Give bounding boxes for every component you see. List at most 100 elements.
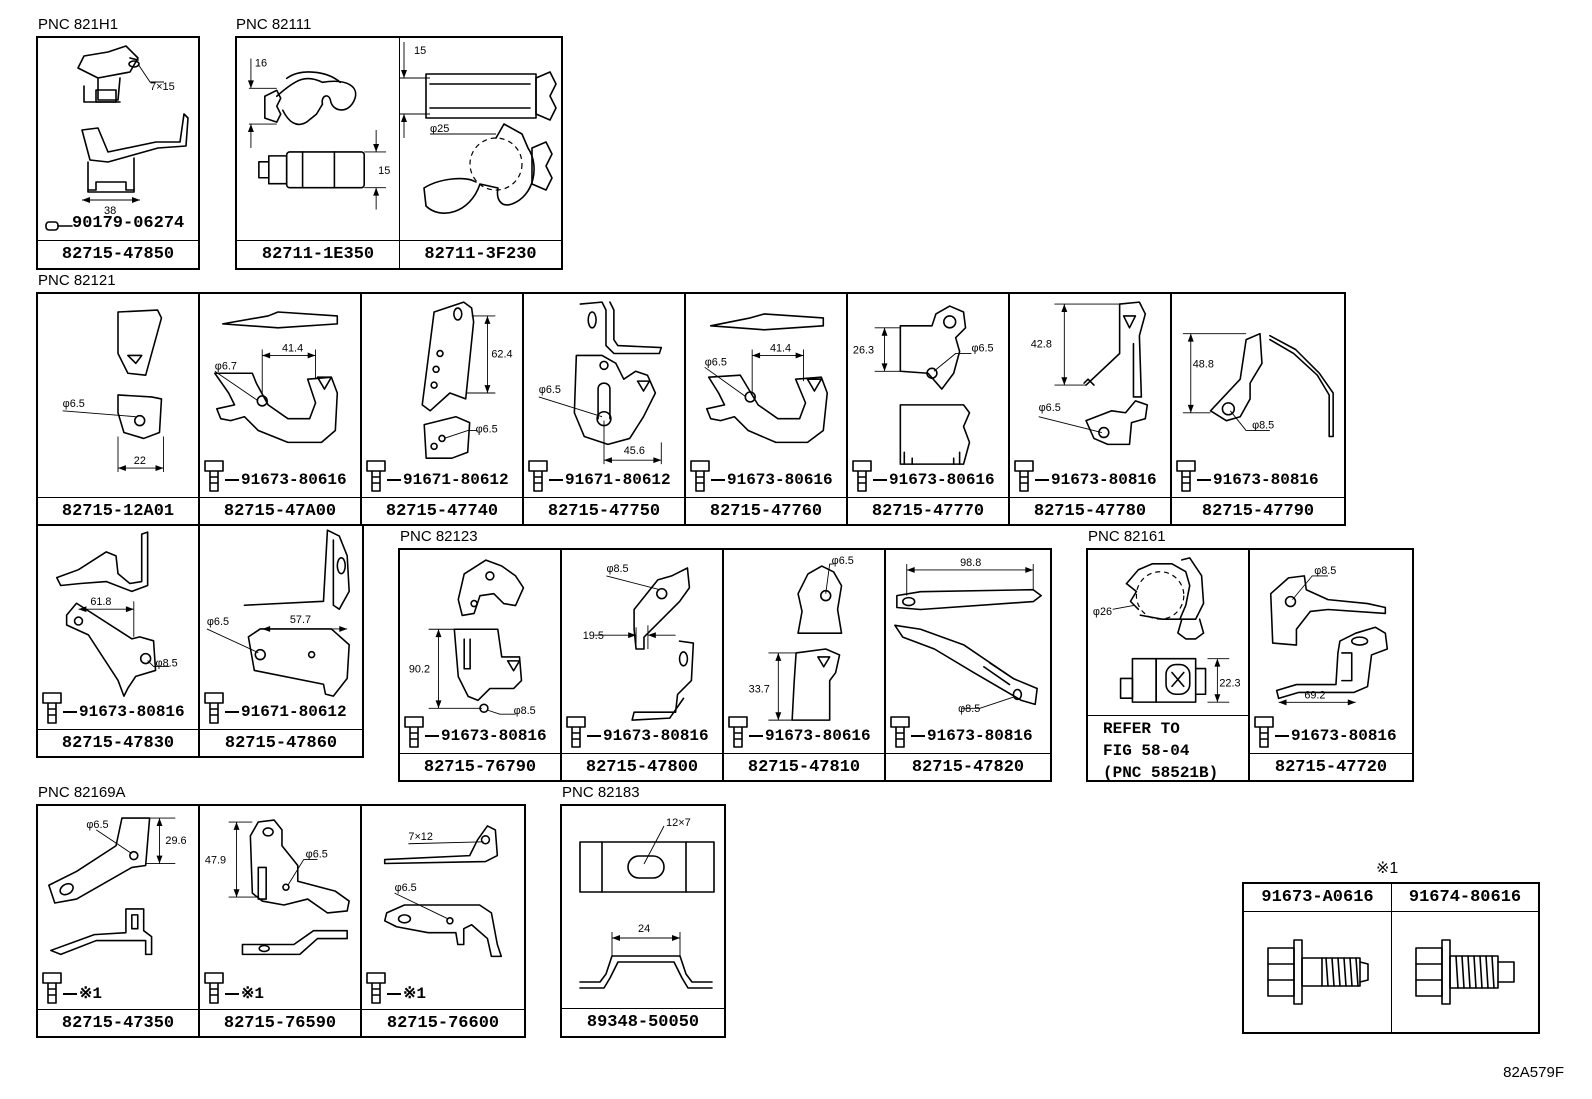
refer-note[interactable]: REFER TO FIG 58-04 (PNC 58521B) xyxy=(1087,715,1249,784)
dim-label: 24 xyxy=(638,923,650,935)
part-cell[interactable]: 12×7 24 89348-50050 xyxy=(562,806,724,1036)
part-cell[interactable]: 62.4 φ6.5 91671-80612 82715-47740 xyxy=(360,292,524,526)
bolt-icon xyxy=(204,460,224,492)
part-number: 82715-47A00 xyxy=(199,497,361,525)
part-number: 82715-76790 xyxy=(399,753,561,781)
bracket-drawing: 98.8 φ8.5 xyxy=(894,557,1042,715)
part-number: 82715-47850 xyxy=(38,240,198,268)
dim-label: 42.8 xyxy=(1031,339,1052,351)
part-cell[interactable]: φ6.5 29.6 ※1 82715-47350 xyxy=(36,804,200,1038)
bracket-drawing: 42.8 φ6.5 xyxy=(1031,301,1149,446)
dim-label: φ6.5 xyxy=(539,384,561,396)
part-cell[interactable]: φ6.5 41.4 91673-80616 82715-47760 xyxy=(684,292,848,526)
dim-label: φ8.5 xyxy=(606,563,628,575)
bracket-drawing: 62.4 φ6.5 xyxy=(421,301,513,459)
dim-label: φ6.5 xyxy=(395,882,417,894)
dim-label: 47.9 xyxy=(205,855,226,867)
part-number: 82715-47860 xyxy=(199,729,363,757)
dim-label: φ6.5 xyxy=(705,356,727,368)
bolt-label: 91673-80816 xyxy=(587,727,709,745)
part-cell[interactable]: φ6.5 45.6 91671-80612 82715-47750 xyxy=(522,292,686,526)
bolt-label: 91673-80616 xyxy=(711,471,833,489)
part-cell[interactable]: φ6.5 22 82715-12A01 xyxy=(36,292,200,526)
dim-label: 41.4 xyxy=(282,343,303,355)
figure-code: 82A579F xyxy=(1503,1064,1564,1081)
dim-label: 38 xyxy=(104,205,116,217)
dim-label: 22 xyxy=(134,455,146,467)
dim-label: φ8.5 xyxy=(1314,565,1336,577)
bolt-icon xyxy=(42,972,62,1004)
part-cell[interactable]: 7×15 38 90179-06274 82715-47850 xyxy=(38,38,198,268)
bolt-label: ※1 xyxy=(63,983,102,1003)
dim-label: φ6.5 xyxy=(63,398,85,410)
dim-label: φ26 xyxy=(1093,606,1112,618)
part-number: 82715-47350 xyxy=(37,1009,199,1037)
dim-label: 57.7 xyxy=(290,614,311,626)
part-cell[interactable]: 15 φ25 82711-3F230 xyxy=(400,38,561,268)
bracket-drawing: 48.8 φ8.5 xyxy=(1182,332,1334,438)
part-cell[interactable]: φ26 22.3 REFER TO FIG 58-04 (PNC 58521B) xyxy=(1086,548,1250,782)
part-cell[interactable]: 98.8 φ8.5 91673-80816 82715-47820 xyxy=(884,548,1052,782)
dim-label: 26.3 xyxy=(853,344,874,356)
part-cell[interactable]: φ6.5 33.7 91673-80616 82715-47810 xyxy=(722,548,886,782)
part-cell[interactable]: 48.8 φ8.5 91673-80816 82715-47790 xyxy=(1170,292,1346,526)
clip-drawing: 15 φ25 xyxy=(400,42,557,214)
callout-mark: ※1 xyxy=(1376,860,1399,877)
part-cell[interactable]: φ8.5 69.2 91673-80816 82715-47720 xyxy=(1248,548,1414,782)
part-cell[interactable]: φ6.5 57.7 91671-80612 82715-47860 xyxy=(198,524,364,758)
bracket-drawing: φ8.5 19.5 xyxy=(583,563,695,721)
bolt-icon xyxy=(1254,716,1274,748)
bracket-drawing: φ6.5 57.7 xyxy=(206,529,350,697)
part-cell[interactable]: 90.2 φ8.5 91673-80816 82715-76790 xyxy=(398,548,562,782)
dim-label: φ8.5 xyxy=(958,703,980,715)
dim-label: 90.2 xyxy=(409,664,430,676)
group-label-82123: PNC 82123 xyxy=(400,528,478,545)
part-number: 82715-47770 xyxy=(847,497,1009,525)
callout-box: 91673-A0616 91674-80616 xyxy=(1242,882,1540,1034)
bolt-label: 91673-80816 xyxy=(1035,471,1157,489)
bolt-label: ※1 xyxy=(225,983,264,1003)
part-number: 82715-47720 xyxy=(1249,753,1413,781)
dim-label: φ8.5 xyxy=(1252,420,1274,432)
dim-label: 98.8 xyxy=(960,557,981,569)
part-number: 82715-47820 xyxy=(885,753,1051,781)
bolt-label: 91673-80816 xyxy=(1275,727,1397,745)
part-cell[interactable]: 7×12 φ6.5 ※1 82715-76600 xyxy=(360,804,526,1038)
clip-drawing: 12×7 24 xyxy=(579,817,715,989)
dim-label: 69.2 xyxy=(1304,689,1325,701)
part-number: 82715-12A01 xyxy=(37,497,199,525)
part-number: 82715-47780 xyxy=(1009,497,1171,525)
flange-bolt-icon xyxy=(1415,939,1515,1005)
part-cell[interactable]: 47.9 φ6.5 ※1 82715-76590 xyxy=(198,804,362,1038)
bracket-drawing: φ6.5 33.7 xyxy=(749,555,854,721)
part-number: 82715-47810 xyxy=(723,753,885,781)
part-cell[interactable]: 42.8 φ6.5 91673-80816 82715-47780 xyxy=(1008,292,1172,526)
callout-part-number: 91673-A0616 xyxy=(1244,884,1391,912)
callout-cell[interactable]: 91674-80616 xyxy=(1392,884,1538,1032)
bolt-icon xyxy=(366,460,386,492)
dim-label: φ6.5 xyxy=(971,343,993,355)
callout-cell[interactable]: 91673-A0616 xyxy=(1244,884,1392,1032)
part-cell[interactable]: 61.8 φ8.5 91673-80816 82715-47830 xyxy=(36,524,200,758)
bolt-label: 91671-80612 xyxy=(225,703,347,721)
bolt-icon xyxy=(690,460,710,492)
part-cell[interactable]: φ6.7 41.4 91673-80616 82715-47A00 xyxy=(198,292,362,526)
flange-bolt-icon xyxy=(1267,939,1369,1005)
bolt-icon xyxy=(366,972,386,1004)
part-cell[interactable]: 26.3 φ6.5 91673-80616 82715-47770 xyxy=(846,292,1010,526)
dim-label: φ6.5 xyxy=(832,555,854,567)
part-cell[interactable]: 16 15 82711-1E350 xyxy=(237,38,400,268)
bracket-drawing: φ6.7 41.4 xyxy=(214,311,339,444)
dim-label: 7×15 xyxy=(150,81,175,93)
dim-label: φ6.5 xyxy=(86,819,108,831)
bolt-label: 91673-80816 xyxy=(63,703,185,721)
part-number: 82715-47760 xyxy=(685,497,847,525)
bolt-icon xyxy=(1176,460,1196,492)
part-cell[interactable]: φ8.5 19.5 91673-80816 82715-47800 xyxy=(560,548,724,782)
dim-label: φ6.7 xyxy=(215,360,237,372)
bolt-label: 91673-80616 xyxy=(225,471,347,489)
dim-label: 48.8 xyxy=(1193,358,1214,370)
group-label-82161: PNC 82161 xyxy=(1088,528,1166,545)
dim-label: 62.4 xyxy=(491,348,512,360)
dim-label: 7×12 xyxy=(408,831,432,843)
